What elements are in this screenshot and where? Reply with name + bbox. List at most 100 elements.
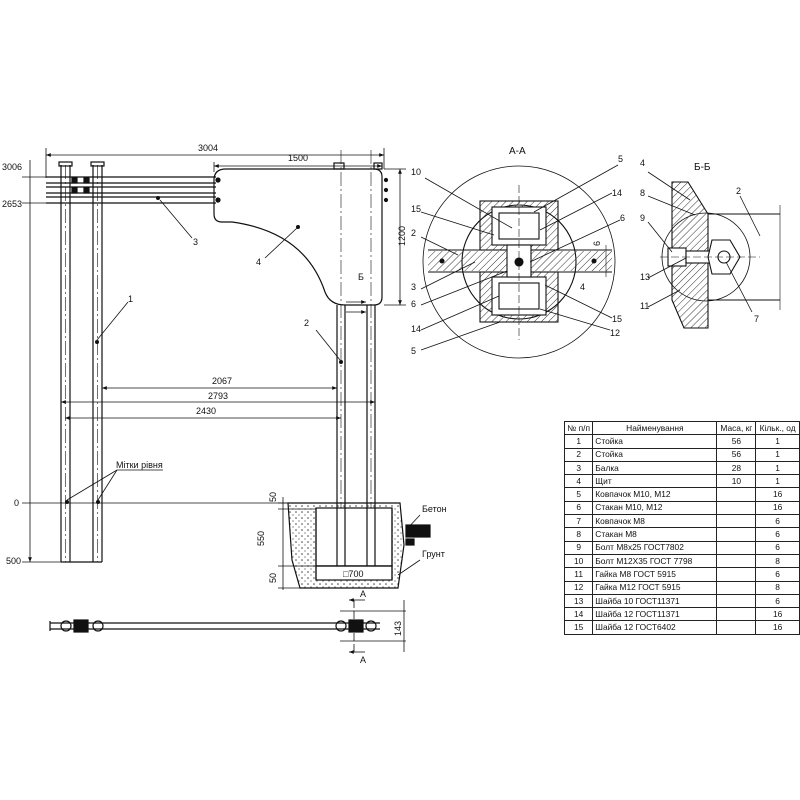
aa-dim-6: 6: [592, 241, 602, 246]
spec-cell-mass: [716, 527, 757, 542]
spec-cell-qty: 16: [755, 500, 800, 516]
spec-cell-num: 14: [563, 607, 594, 622]
plan-view: [49, 600, 380, 652]
section-bb-title: Б-Б: [694, 162, 711, 173]
bb-callout-13: 13: [640, 272, 650, 282]
main-view-texts: 3004 1500 3006 2653 1200 2067 2793 2430 …: [2, 143, 447, 665]
spec-cell-mass: [716, 487, 757, 502]
aa-callout-14b: 14: [612, 188, 622, 198]
aa-callout-15: 15: [411, 204, 421, 214]
spec-cell-mass: [716, 540, 757, 555]
dim-ground-level: 0: [14, 498, 19, 508]
spec-cell-num: 11: [563, 567, 594, 582]
spec-cell-qty: 8: [755, 580, 800, 595]
dim-plan-offset: 143: [393, 621, 403, 636]
spec-cell-qty: 6: [755, 527, 800, 542]
aa-callout-5b: 5: [618, 154, 623, 164]
main-view: [22, 148, 431, 654]
section-aa-title: А-А: [509, 146, 526, 157]
spec-cell-name: Стойка: [592, 447, 718, 462]
aa-callout-10: 10: [411, 167, 421, 177]
aa-callout-6: 6: [411, 299, 416, 309]
main-view-callout-dots: [65, 196, 343, 504]
aa-callout-15b: 15: [612, 314, 622, 324]
spec-cell-name: Болт М12Х35 ГОСТ 7798: [592, 553, 718, 569]
spec-cell-mass: 10: [716, 474, 757, 489]
spec-cell-mass: 56: [716, 434, 757, 449]
right-post: [336, 150, 376, 562]
spec-cell-num: 2: [563, 447, 594, 462]
level-marks-label: Мітки рівня: [116, 460, 163, 470]
spec-cell-name: Стакан М8: [592, 527, 718, 542]
dim-span-1: 2067: [212, 376, 232, 386]
leader-lines: [66, 199, 421, 576]
dim-top-layer: 50: [268, 492, 278, 502]
spec-header-name: Найменування: [592, 420, 718, 436]
spec-cell-mass: [716, 593, 757, 609]
section-bb-view: [660, 181, 781, 329]
left-post-pair: [58, 161, 105, 563]
spec-cell-qty: 1: [755, 460, 800, 476]
dim-total-width: 3004: [198, 143, 218, 153]
spec-cell-name: Шайба 12 ГОСТ11371: [592, 607, 718, 622]
beam: [46, 176, 216, 204]
spec-cell-name: Шайба 12 ГОСТ6402: [592, 620, 718, 635]
dim-beam-bottom: 2653: [2, 199, 22, 209]
spec-header-mass: Маса, кг: [716, 420, 757, 436]
dimension-lines: [22, 148, 406, 654]
spec-header-num: № п/п: [563, 420, 594, 436]
spec-cell-num: 10: [563, 553, 594, 569]
section-a-mark-top: А: [360, 589, 366, 599]
dim-span-2: 2793: [208, 391, 228, 401]
dim-bottom-layer: 50: [268, 573, 278, 583]
spec-cell-mass: 28: [716, 460, 757, 476]
spec-cell-name: Стойка: [592, 434, 718, 449]
section-bb-texts: Б-Б 4 8 2 9 13 11 7: [640, 158, 759, 324]
aa-callout-5: 5: [411, 346, 416, 356]
spec-cell-name: Гайка М8 ГОСТ 5915: [592, 567, 718, 582]
callout-beam-3: 3: [193, 237, 198, 247]
aa-callout-6b: 6: [620, 213, 625, 223]
dim-beam-top: 3006: [2, 162, 22, 172]
spec-cell-qty: 16: [755, 487, 800, 502]
spec-header-qty: Кільк., од: [755, 420, 800, 436]
spec-cell-mass: [716, 607, 757, 622]
spec-cell-qty: 6: [755, 593, 800, 609]
bb-callout-11: 11: [640, 301, 649, 311]
spec-cell-qty: 8: [755, 553, 800, 569]
spec-cell-qty: 6: [755, 514, 800, 529]
spec-cell-qty: 16: [755, 607, 800, 622]
foundation: [287, 502, 431, 589]
dim-span-3: 2430: [196, 406, 216, 416]
callout-post-1: 1: [128, 294, 133, 304]
spec-cell-num: 1: [563, 434, 594, 449]
spec-cell-num: 5: [563, 487, 594, 502]
bb-callout-7: 7: [754, 314, 759, 324]
spec-cell-name: Болт М8х25 ГОСТ7802: [592, 540, 718, 555]
bb-callout-9: 9: [640, 213, 645, 223]
callout-shield-4: 4: [256, 257, 261, 267]
spec-cell-num: 3: [563, 460, 594, 476]
spec-cell-qty: 16: [755, 620, 800, 635]
spec-cell-qty: 1: [755, 474, 800, 489]
dim-shield-width: 1500: [288, 153, 308, 163]
section-bb-leaders: [647, 171, 761, 313]
spec-cell-num: 8: [563, 527, 594, 542]
spec-cell-num: 7: [563, 514, 594, 529]
spec-cell-name: Ковпачок М8: [592, 514, 718, 529]
